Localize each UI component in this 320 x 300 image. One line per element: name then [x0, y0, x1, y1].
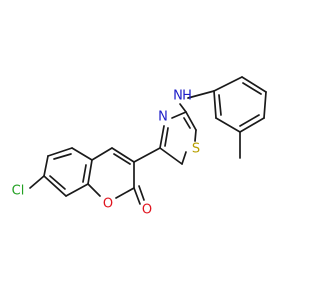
atom-hydrogen: H	[182, 89, 192, 104]
bond	[187, 90, 215, 99]
bond	[71, 147, 93, 161]
bond	[133, 147, 161, 163]
atom-nitrogen-ring: N	[158, 110, 168, 125]
atom-oxygen-carbonyl: O	[142, 203, 152, 218]
bond-double-inner	[82, 164, 87, 183]
bond	[263, 91, 267, 119]
atom-oxygen-ring: O	[103, 197, 113, 212]
bond	[241, 76, 267, 93]
bond	[194, 129, 197, 142]
atom-labels: Cl N N H S O O	[12, 89, 200, 218]
bond	[87, 159, 93, 185]
bond	[185, 111, 197, 131]
bond	[213, 90, 217, 119]
bond-carbonyl	[138, 185, 145, 201]
bond	[239, 117, 265, 133]
bond	[159, 147, 183, 165]
bond	[215, 117, 241, 133]
bond-carbonyl	[133, 187, 141, 205]
bond-double-inner	[164, 127, 169, 147]
bond	[111, 147, 135, 163]
bond	[43, 175, 67, 197]
bond-double-inner	[113, 153, 131, 165]
bond-double-inner	[53, 153, 72, 160]
bond	[47, 147, 73, 157]
bond-double-inner	[239, 114, 260, 127]
bond-double-inner	[49, 175, 66, 190]
bond-double-inner	[242, 82, 262, 95]
bond	[179, 103, 187, 113]
bond	[213, 76, 243, 92]
bond	[87, 183, 101, 197]
atom-sulfur: S	[192, 142, 200, 157]
bond	[159, 125, 165, 149]
atom-nitrogen-amine: N	[173, 89, 183, 104]
bond-double-inner	[218, 94, 222, 116]
bond	[181, 151, 187, 165]
bonds	[29, 76, 267, 205]
bond	[43, 155, 49, 177]
bond	[115, 187, 135, 199]
bond-double-inner	[183, 117, 191, 129]
bond	[65, 183, 89, 197]
bond	[91, 147, 113, 161]
bond	[171, 111, 187, 119]
molecule-structure: Cl N N H S O O	[12, 76, 267, 218]
bond-cl-c6	[29, 175, 45, 189]
atom-chlorine: Cl	[12, 184, 25, 199]
